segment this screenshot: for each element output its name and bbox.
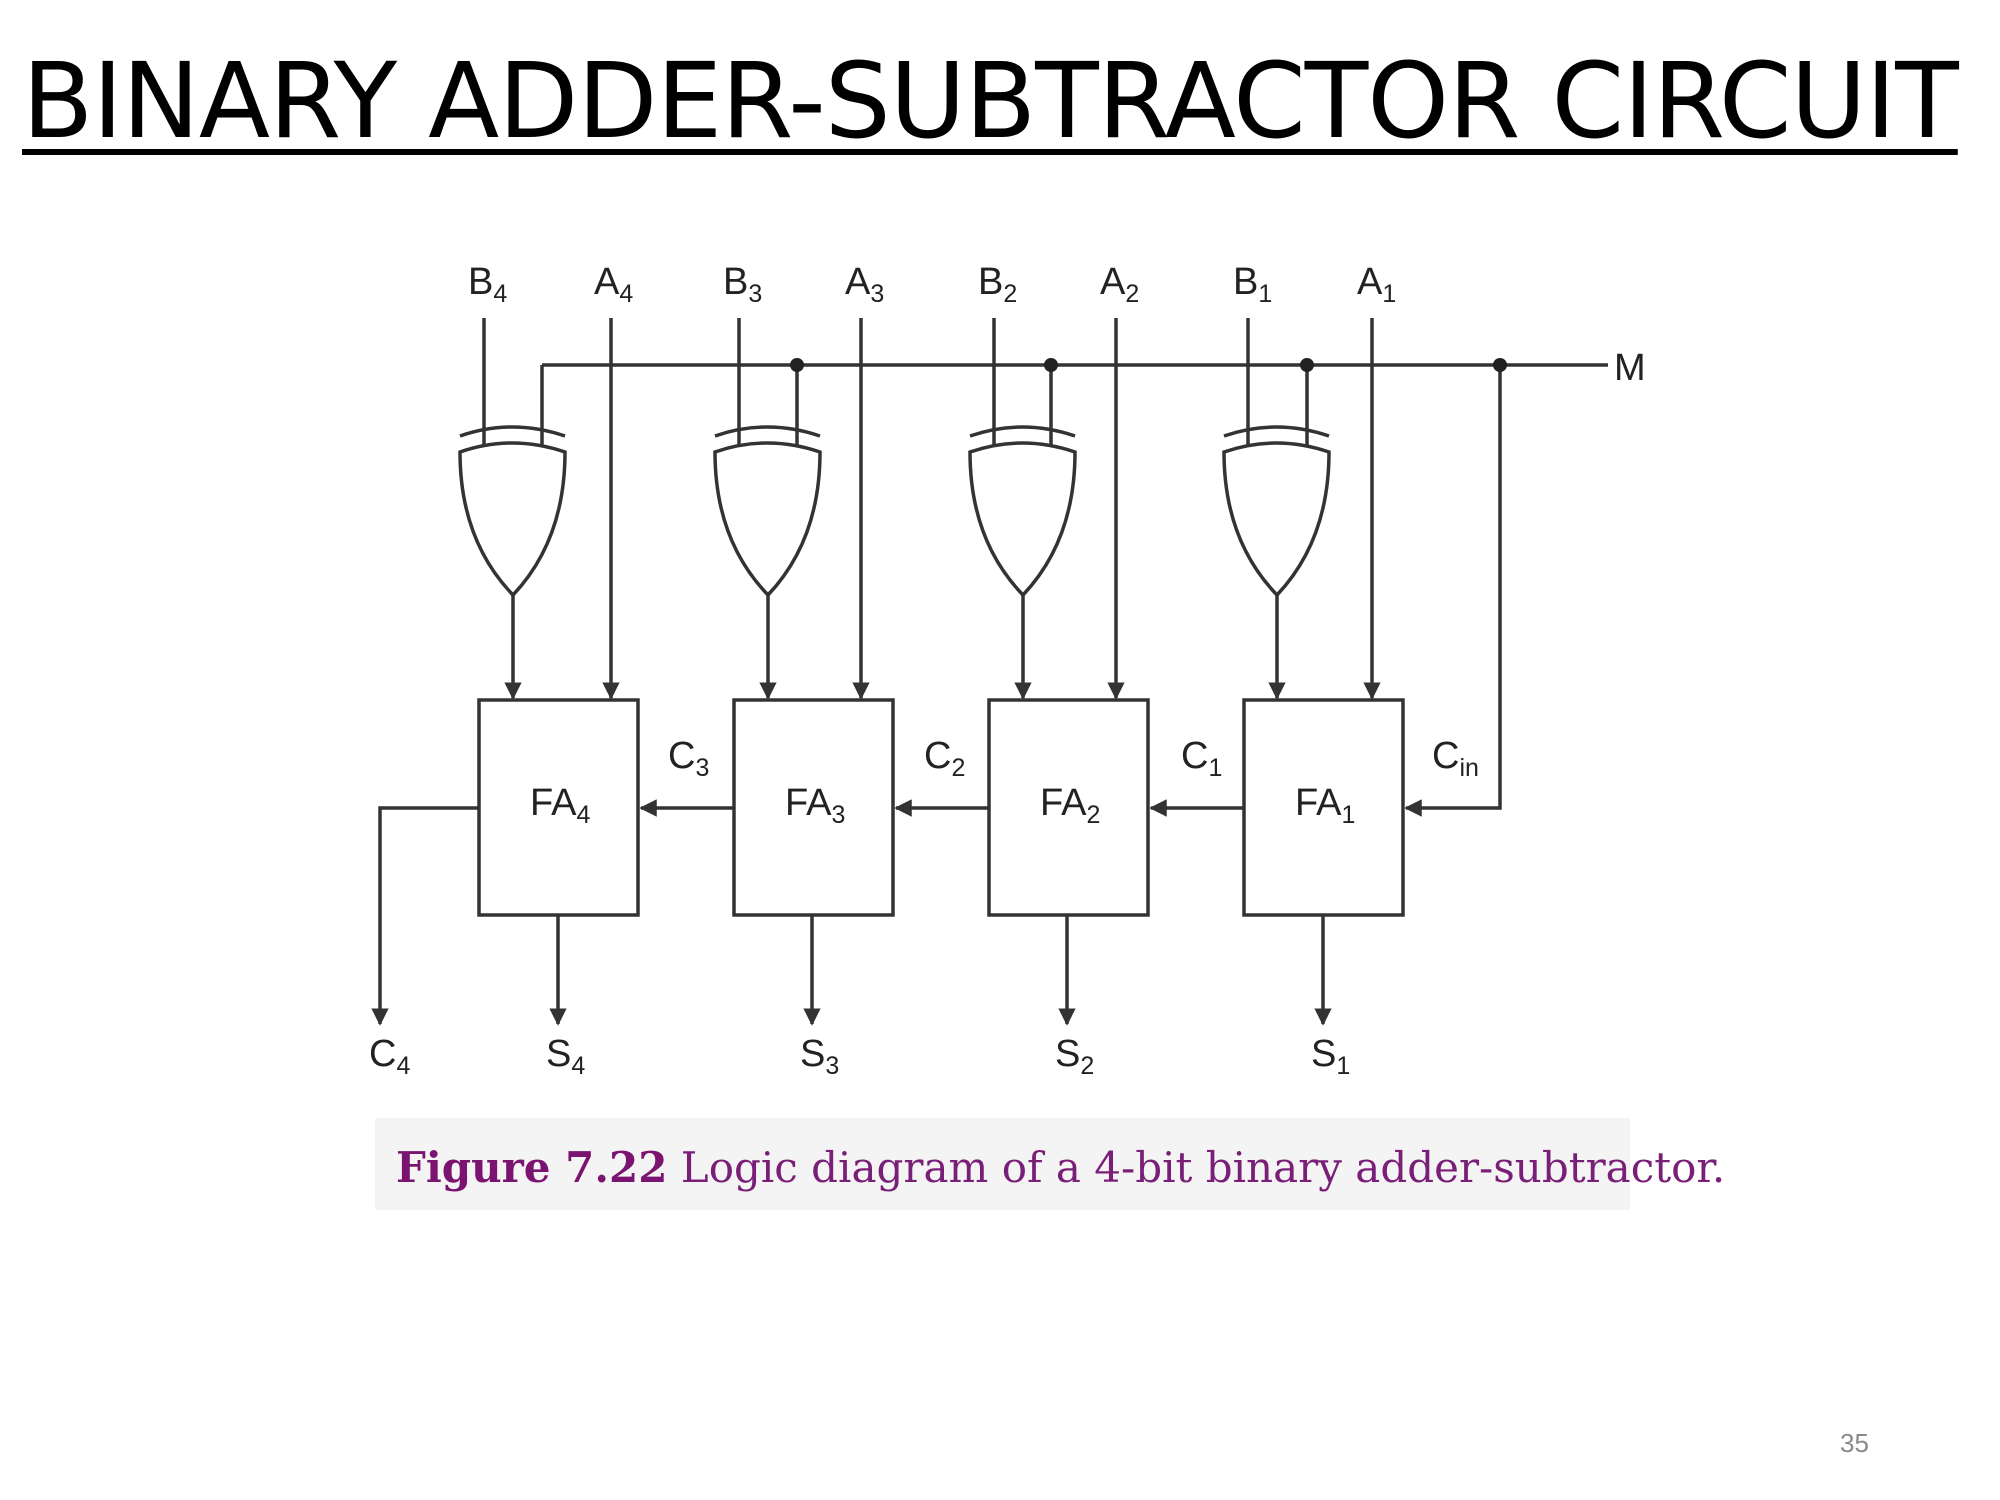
adder-label-fa1: FA1 [1295,782,1355,829]
carry-label-c2: C2 [924,735,965,782]
input-label-b4: B4 [468,261,507,308]
carry-out-wire [371,806,479,1026]
input-label-a3: A3 [845,261,884,308]
sum-label-s1: S1 [1311,1033,1350,1080]
junction-dot [1300,358,1314,372]
input-label-b3: B3 [723,261,762,308]
input-label-a4: A4 [594,261,633,308]
figure-caption: Figure 7.22 Logic diagram of a 4-bit bin… [396,1143,1725,1192]
caption-background [375,1118,1630,1210]
input-label-b1: B1 [1233,261,1272,308]
carry-label-cin: Cin [1432,735,1479,782]
carry-out-label: C4 [369,1033,410,1080]
mode-label: M [1614,347,1646,389]
carry-label-c3: C3 [668,735,709,782]
adder-label-fa2: FA2 [1040,782,1100,829]
xor-back-curve [459,425,566,438]
stage-3 [639,318,895,1026]
xor-gate [1222,441,1331,598]
input-label-b2: B2 [978,261,1017,308]
xor-gate [713,441,822,598]
slide-number: 35 [1840,1428,1869,1458]
adder-label-fa4: FA4 [530,782,590,829]
sum-label-s4: S4 [546,1033,585,1080]
xor-back-curve [1223,425,1330,438]
xor-back-curve [714,425,821,438]
xor-gate [458,441,567,598]
sum-label-s2: S2 [1055,1033,1094,1080]
stage-1 [1149,318,1405,1026]
slide-title: BINARY ADDER-SUBTRACTOR CIRCUIT [22,40,1959,162]
xor-back-curve [969,425,1076,438]
xor-gate [968,441,1077,598]
adder-label-fa3: FA3 [785,782,845,829]
input-label-a1: A1 [1357,261,1396,308]
stage-2 [894,318,1150,1026]
junction-dot [1044,358,1058,372]
carry-label-c1: C1 [1181,735,1222,782]
input-label-a2: A2 [1100,261,1139,308]
junction-dot [1493,358,1507,372]
cin-wire [1404,365,1502,817]
sum-label-s3: S3 [800,1033,839,1080]
full-adder-box [477,698,640,917]
stage-4 [371,318,640,1026]
junction-dot [790,358,804,372]
